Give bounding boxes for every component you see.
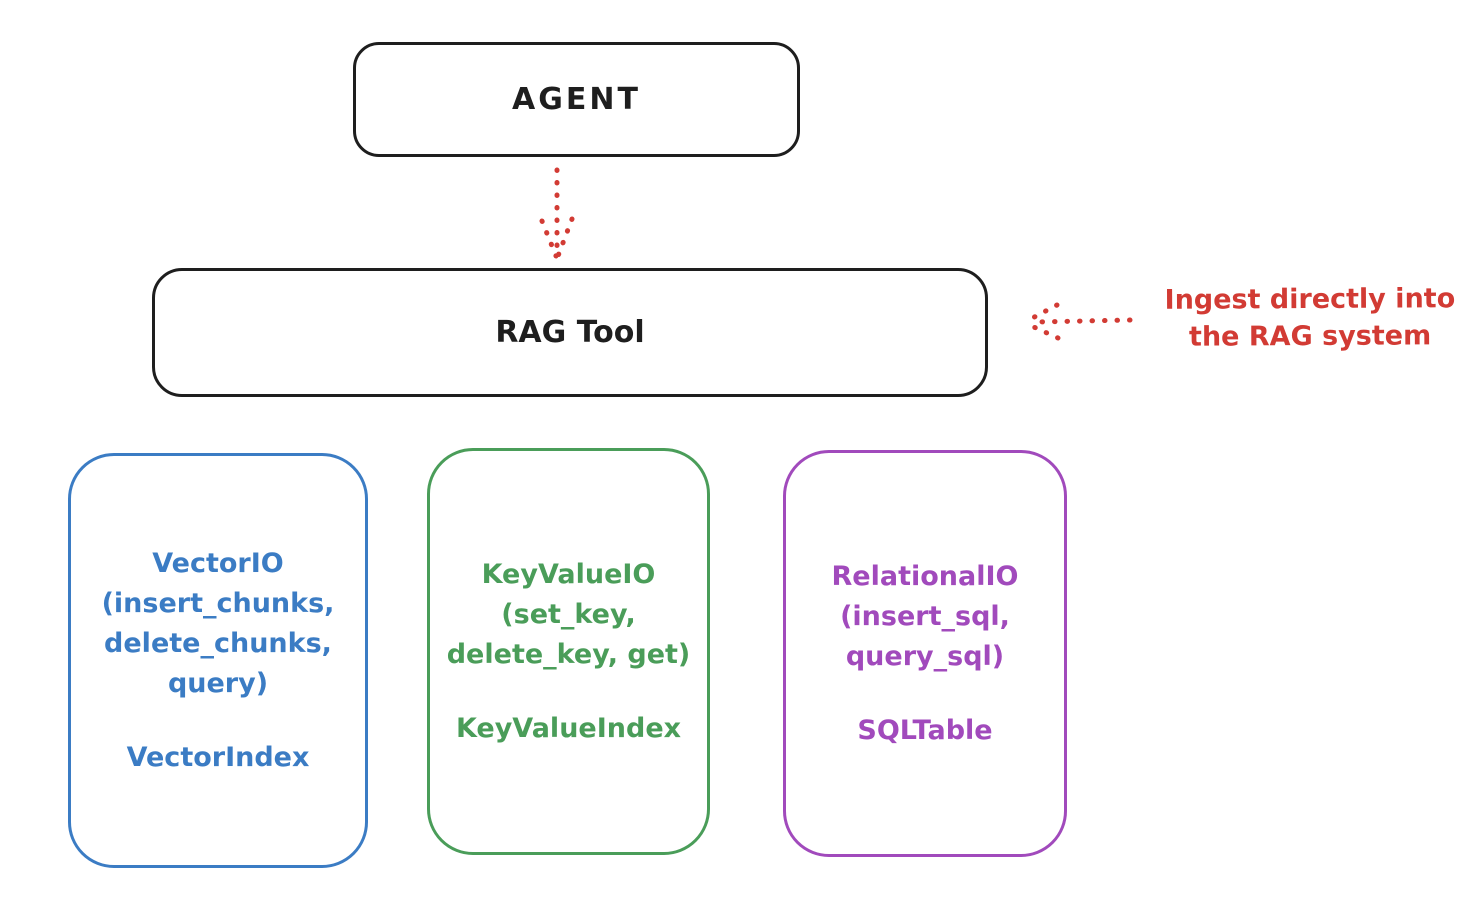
annotation-text: Ingest directly into the RAG system (1136, 280, 1484, 356)
rag-tool-node-label: RAG Tool (495, 315, 645, 350)
keyvalue-io-title-line: delete_key, get) (446, 638, 691, 670)
relational-io-title-line: RelationalIO (831, 560, 1019, 592)
storage-box-keyvalue-io: KeyValueIO (set_key, delete_key, get) Ke… (427, 448, 710, 855)
storage-box-vector-io: VectorIO (insert_chunks, delete_chunks, … (68, 453, 368, 868)
storage-box-relational-io: RelationalIO (insert_sql, query_sql) SQL… (783, 450, 1067, 857)
agent-node-label: AGENT (512, 82, 641, 117)
keyvalue-io-title-line: (set_key, (501, 598, 636, 630)
vector-io-index-label: VectorIndex (126, 741, 310, 773)
vector-io-title-line: query) (167, 667, 269, 699)
relational-io-title-line: (insert_sql, (840, 600, 1010, 632)
agent-to-ragtool-arrow (539, 167, 575, 259)
annotation-line-2: the RAG system (1188, 320, 1432, 353)
rag-tool-node: RAG Tool (152, 268, 988, 397)
agent-node: AGENT (353, 42, 800, 157)
annotation-to-ragtool-arrow (1022, 302, 1133, 341)
relational-io-index-label: SQLTable (857, 714, 993, 746)
keyvalue-io-index-label: KeyValueIndex (455, 712, 682, 744)
vector-io-title-line: delete_chunks, (104, 627, 332, 659)
relational-io-title-line: query_sql) (845, 640, 1005, 672)
annotation-line-1: Ingest directly into (1164, 283, 1456, 316)
vector-io-title-line: VectorIO (152, 547, 284, 579)
keyvalue-io-title-line: KeyValueIO (481, 558, 656, 590)
vector-io-title-line: (insert_chunks, (101, 587, 335, 619)
